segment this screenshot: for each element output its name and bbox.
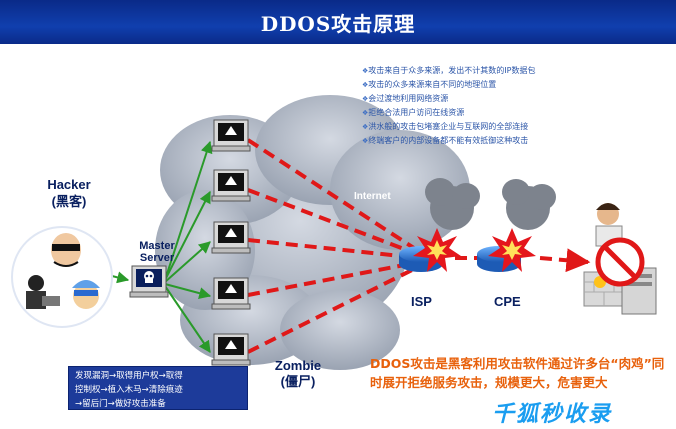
explosion-icon: [413, 228, 461, 272]
smoke-cloud-left: [425, 178, 480, 230]
smoke-cloud-right: [502, 179, 556, 230]
cpe-label: CPE: [494, 294, 521, 309]
attack-steps-box: 发现漏洞→取得用户权→取得 控制权→植入木马→清除痕迹 →留后门→做好攻击准备: [68, 366, 248, 410]
steps-line: 控制权→植入木马→清除痕迹: [75, 385, 183, 395]
page-title: DDOS攻击原理: [260, 12, 416, 36]
hacker-person-icon: [26, 275, 60, 309]
internet-label: Internet: [354, 191, 391, 202]
zombie-computers: [211, 119, 251, 366]
computer-icon: [211, 333, 251, 366]
pirate-skull-icon: [144, 271, 154, 283]
isp-label: ISP: [411, 294, 432, 309]
watermark: 千狐秒收录: [492, 401, 613, 426]
note-item: 洪水般的攻击包堵塞企业与互联网的全部连接: [362, 120, 662, 134]
hacker-label: Hacker (黑客): [47, 177, 91, 209]
computer-icon: [211, 221, 251, 254]
explosion-icon: [488, 228, 536, 272]
computer-icon: [211, 277, 251, 310]
note-item: 会过渡地利用网络资源: [362, 92, 662, 106]
notes-list: 攻击来自于众多来源，发出不计其数的IP数据包 攻击的众多来源来自不同的地理位置 …: [362, 64, 662, 148]
steps-line: →留后门→做好攻击准备: [75, 399, 166, 409]
computer-icon: [211, 119, 251, 152]
note-item: 攻击的众多来源来自不同的地理位置: [362, 78, 662, 92]
hacker-group: [11, 226, 113, 328]
hacker-person-icon: [72, 280, 100, 309]
control-lines: [107, 140, 213, 353]
summary-text: DDOS攻击是黑客利用攻击软件通过许多台“肉鸡”同时展开拒绝服务攻击，规模更大，…: [370, 356, 665, 390]
title-bar: [0, 0, 676, 44]
note-item: 拒绝合法用户访问在线资源: [362, 106, 662, 120]
note-item: 攻击来自于众多来源，发出不计其数的IP数据包: [362, 64, 662, 78]
steps-line: 发现漏洞→取得用户权→取得: [75, 371, 183, 381]
zombie-label: Zombie (僵尸): [274, 358, 322, 389]
master-server: [129, 265, 169, 298]
hacker-person-icon: [51, 233, 81, 267]
note-item: 终端客户的内部设备都不能有效抵御这种攻击: [362, 134, 662, 148]
computer-icon: [211, 169, 251, 202]
attack-lines: [246, 138, 591, 354]
no-entry-icon: [595, 237, 645, 287]
master-server-label: Master Server: [139, 240, 175, 264]
